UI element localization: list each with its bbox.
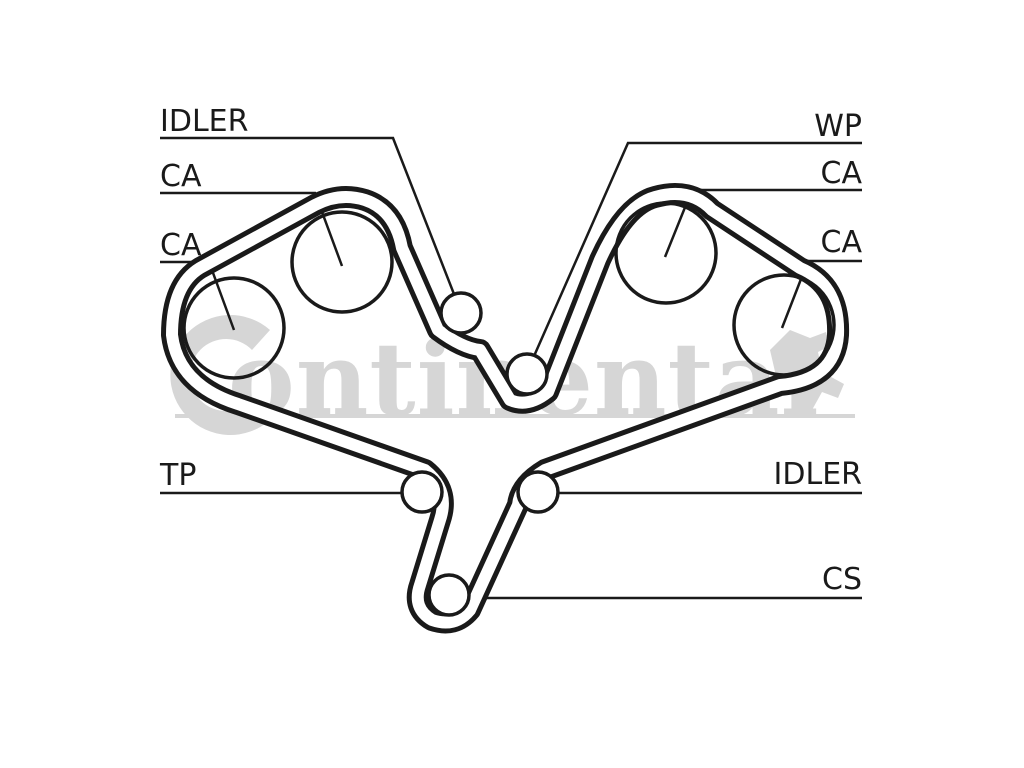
label-right-ca-upper: CA xyxy=(821,156,863,191)
watermark-c-letter xyxy=(170,315,270,435)
right-camshaft-lower-pulley xyxy=(732,273,836,377)
label-cs: CS xyxy=(822,562,862,597)
crankshaft-pulley xyxy=(427,573,471,617)
right-camshaft-upper-pulley xyxy=(614,201,718,305)
pulleys xyxy=(182,201,836,617)
label-left-ca-lower: CA xyxy=(160,228,202,263)
left-camshaft-upper-pulley xyxy=(290,210,394,314)
left-idler-pulley xyxy=(439,291,483,335)
tensioner-pulley xyxy=(400,470,444,514)
label-left-idler: IDLER xyxy=(160,104,248,139)
leader-lines xyxy=(160,136,862,600)
left-camshaft-lower-pulley xyxy=(182,276,286,380)
labels: IDLER CA CA TP WP CA CA IDLER CS xyxy=(159,104,862,597)
label-tp: TP xyxy=(159,458,196,493)
label-right-ca-lower: CA xyxy=(821,225,863,260)
belt-outline xyxy=(161,183,850,634)
label-left-ca-upper: CA xyxy=(160,159,202,194)
leader-left-idler xyxy=(160,136,463,313)
leader-right-wp xyxy=(525,141,862,373)
timing-belt xyxy=(161,183,850,634)
label-right-idler: IDLER xyxy=(774,457,862,492)
water-pump-pulley xyxy=(505,352,549,396)
label-wp: WP xyxy=(814,109,862,144)
watermark-underline xyxy=(175,414,855,418)
right-idler-pulley xyxy=(516,470,560,514)
